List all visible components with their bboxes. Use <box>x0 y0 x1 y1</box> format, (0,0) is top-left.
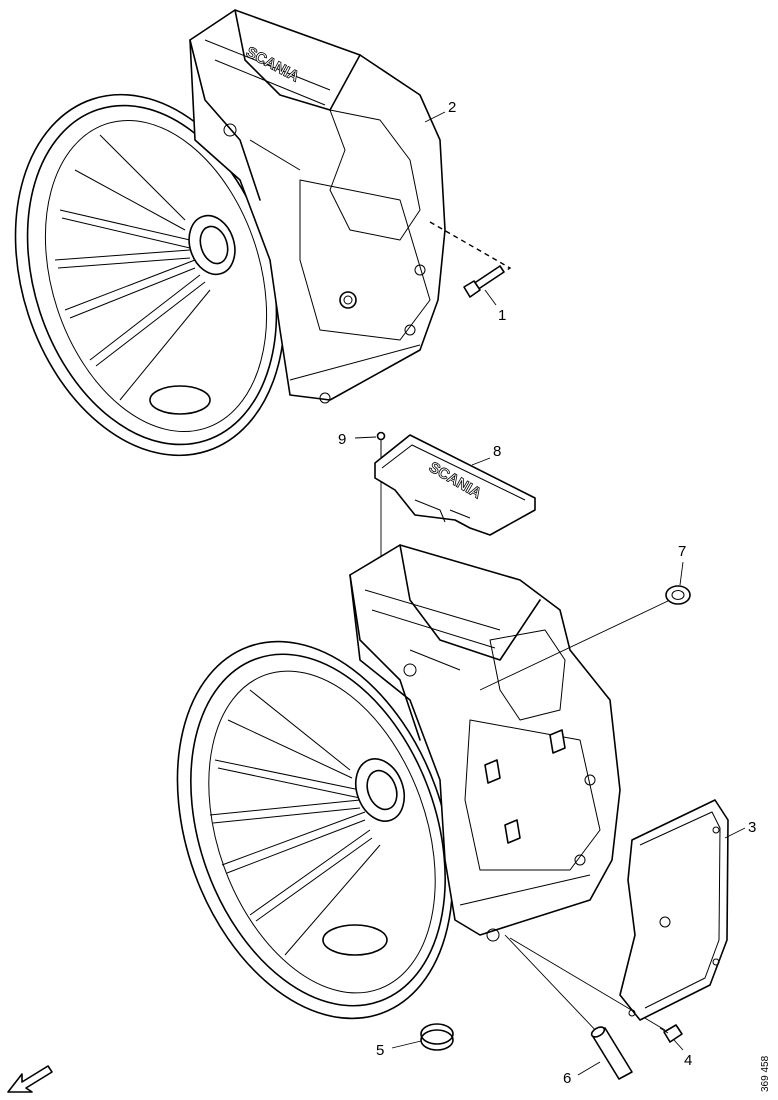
callout-label-4: 4 <box>684 1052 692 1069</box>
callout-8-leader <box>471 457 491 466</box>
callout-2-leader <box>424 111 446 123</box>
callout-label-5: 5 <box>376 1042 384 1059</box>
part-8-cover-plate: SCANIA <box>374 434 536 536</box>
callout-7-leader <box>679 561 684 586</box>
lower-clutch-housing <box>176 544 621 1020</box>
callout-label-1: 1 <box>498 307 506 324</box>
part-4-bolt <box>659 1024 683 1043</box>
callout-1-leader <box>484 289 497 306</box>
callout-label-2: 2 <box>448 99 456 116</box>
part-6-install-line <box>504 934 601 1036</box>
document-number: 369 458 <box>760 1055 771 1092</box>
part-6-pin <box>590 1026 633 1080</box>
callout-9-leader <box>354 436 377 439</box>
part-1-bolt <box>463 265 505 298</box>
part-9-screw <box>376 431 386 458</box>
front-direction-arrow-icon <box>7 1065 53 1093</box>
callout-5-leader <box>391 1040 422 1049</box>
part-5-cap <box>420 1023 454 1051</box>
part-3-side-cover <box>619 799 729 1021</box>
upper-clutch-housing: SCANIA <box>14 9 446 457</box>
part-7-install-line <box>479 599 671 691</box>
callout-4-leader <box>673 1039 684 1051</box>
part-7-plug <box>665 585 691 605</box>
callout-label-9: 9 <box>338 431 346 448</box>
callout-label-8: 8 <box>493 443 501 460</box>
callout-3-leader <box>724 827 746 839</box>
callout-label-7: 7 <box>678 543 686 560</box>
callout-label-6: 6 <box>563 1070 571 1087</box>
callout-label-3: 3 <box>748 819 756 836</box>
callout-6-leader <box>577 1061 601 1076</box>
